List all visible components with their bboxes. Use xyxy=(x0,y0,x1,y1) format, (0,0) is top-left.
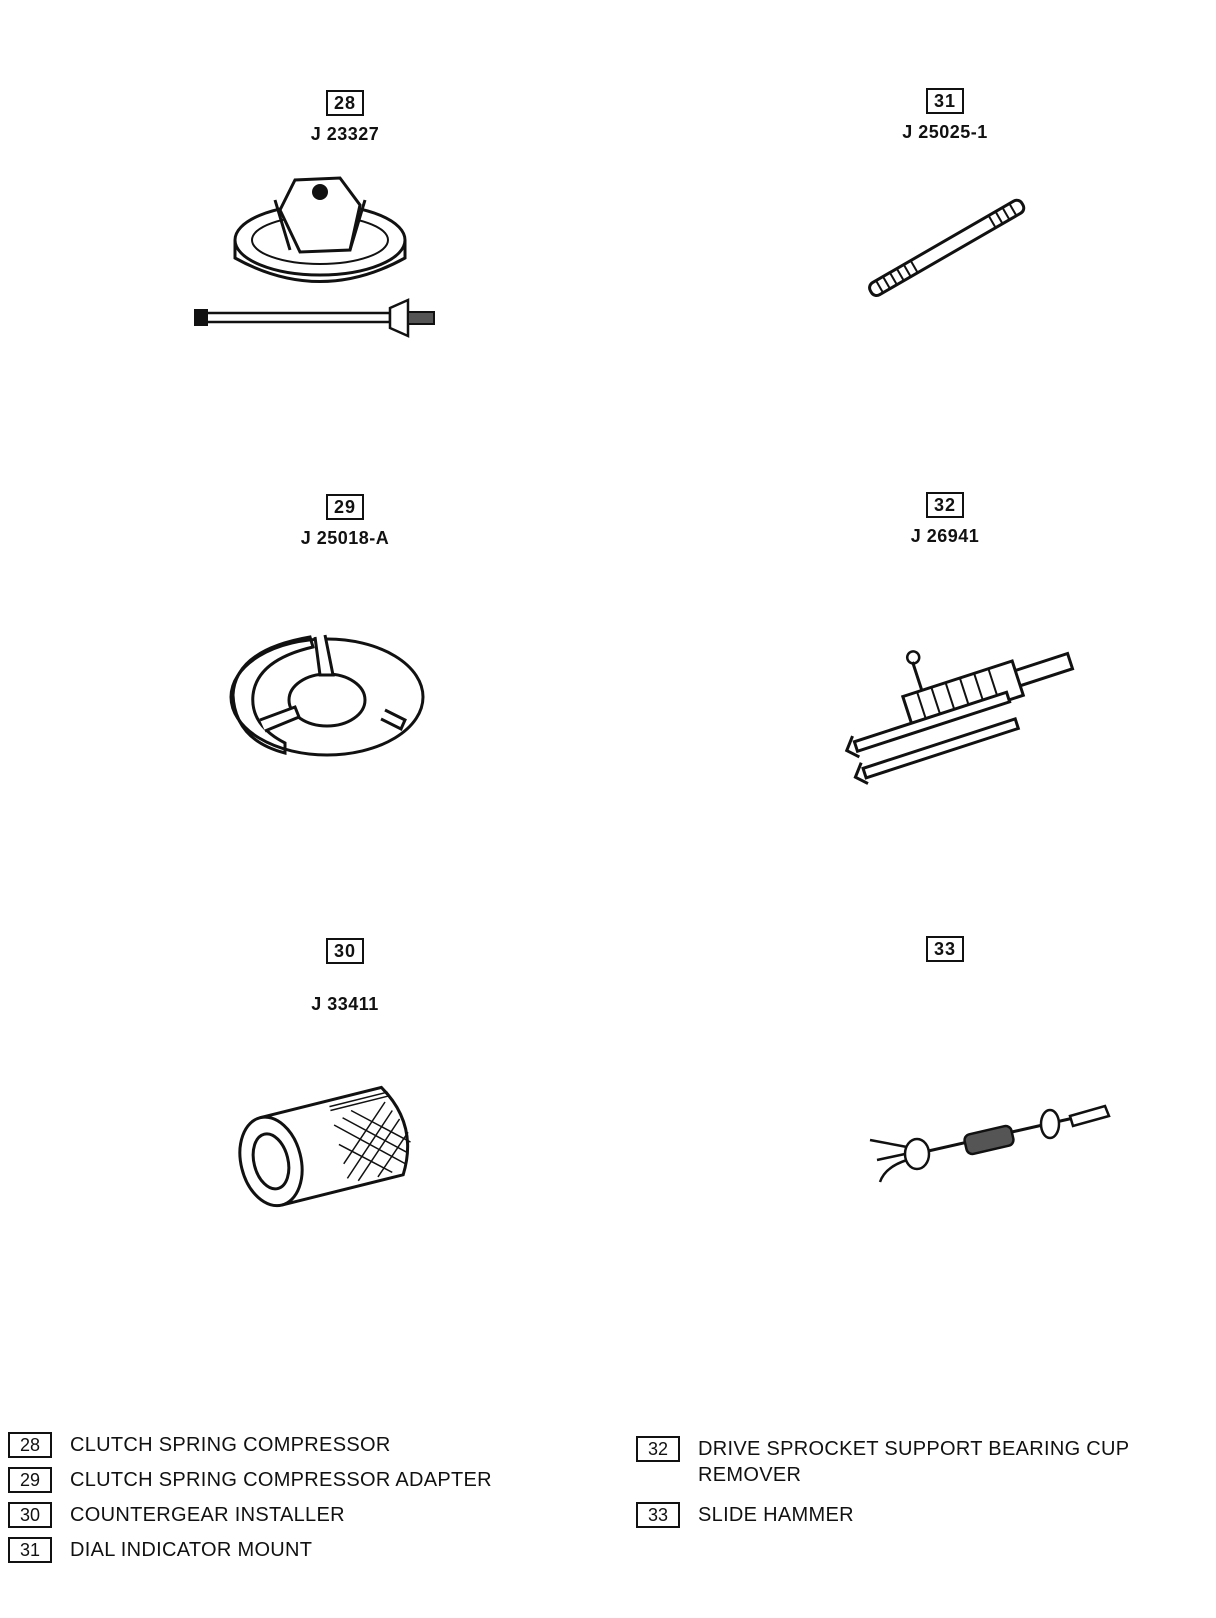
legend-item: 32 DRIVE SPROCKET SUPPORT BEARING CUP RE… xyxy=(636,1436,1198,1502)
legend-item: 31 DIAL INDICATOR MOUNT xyxy=(8,1537,540,1572)
part-number: J 25018-A xyxy=(300,528,390,548)
dial-indicator-mount-drawing xyxy=(868,198,1026,297)
tool-number-badge: 32 xyxy=(925,492,965,518)
legend-item: 33 SLIDE HAMMER xyxy=(636,1502,1198,1537)
legend-item: 29 CLUTCH SPRING COMPRESSOR ADAPTER xyxy=(8,1467,540,1502)
legend-number-badge: 31 xyxy=(8,1537,52,1563)
part-number: J 25025-1 xyxy=(902,122,988,142)
part-number: J 33411 xyxy=(311,994,379,1014)
tool-30-label: 30 J 33411 xyxy=(195,938,495,1015)
legend-label: COUNTERGEAR INSTALLER xyxy=(70,1504,345,1526)
legend-number-badge: 30 xyxy=(8,1502,52,1528)
part-number: J 23327 xyxy=(310,124,380,144)
bearing-cup-remover-drawing xyxy=(844,650,1075,785)
tool-number-badge: 33 xyxy=(925,936,965,962)
tool-29-label: 29 J 25018-A xyxy=(195,494,495,549)
legend-number-badge: 28 xyxy=(8,1432,52,1458)
legend-left: 28 CLUTCH SPRING COMPRESSOR 29 CLUTCH SP… xyxy=(8,1432,540,1572)
clutch-spring-compressor-drawing xyxy=(194,176,435,338)
slide-hammer-drawing xyxy=(869,1104,1111,1183)
legend-item: 28 CLUTCH SPRING COMPRESSOR xyxy=(8,1432,540,1467)
part-number: J 26941 xyxy=(910,526,980,546)
tool-number-badge: 29 xyxy=(325,494,365,520)
tool-28-label: 28 J 23327 xyxy=(195,90,495,145)
countergear-installer-drawing xyxy=(238,1085,411,1208)
legend-number-badge: 29 xyxy=(8,1467,52,1493)
tool-31-label: 31 J 25025-1 xyxy=(795,88,1095,143)
legend-right: 32 DRIVE SPROCKET SUPPORT BEARING CUP RE… xyxy=(636,1436,1198,1537)
tool-number-badge: 31 xyxy=(925,88,965,114)
tool-number-badge: 28 xyxy=(325,90,365,116)
legend-number-badge: 33 xyxy=(636,1502,680,1528)
tool-32-label: 32 J 26941 xyxy=(795,492,1095,547)
legend-label: SLIDE HAMMER xyxy=(698,1504,854,1526)
legend-label: DRIVE SPROCKET SUPPORT BEARING CUP REMOV… xyxy=(698,1438,1130,1486)
legend-number-badge: 32 xyxy=(636,1436,680,1462)
legend-label: DIAL INDICATOR MOUNT xyxy=(70,1539,313,1561)
compressor-adapter-drawing xyxy=(229,634,425,757)
legend-label: CLUTCH SPRING COMPRESSOR xyxy=(70,1434,391,1456)
tool-number-badge: 30 xyxy=(325,938,365,964)
legend-label: CLUTCH SPRING COMPRESSOR ADAPTER xyxy=(70,1469,492,1491)
tool-33-label: 33 xyxy=(795,936,1095,970)
legend-item: 30 COUNTERGEAR INSTALLER xyxy=(8,1502,540,1537)
